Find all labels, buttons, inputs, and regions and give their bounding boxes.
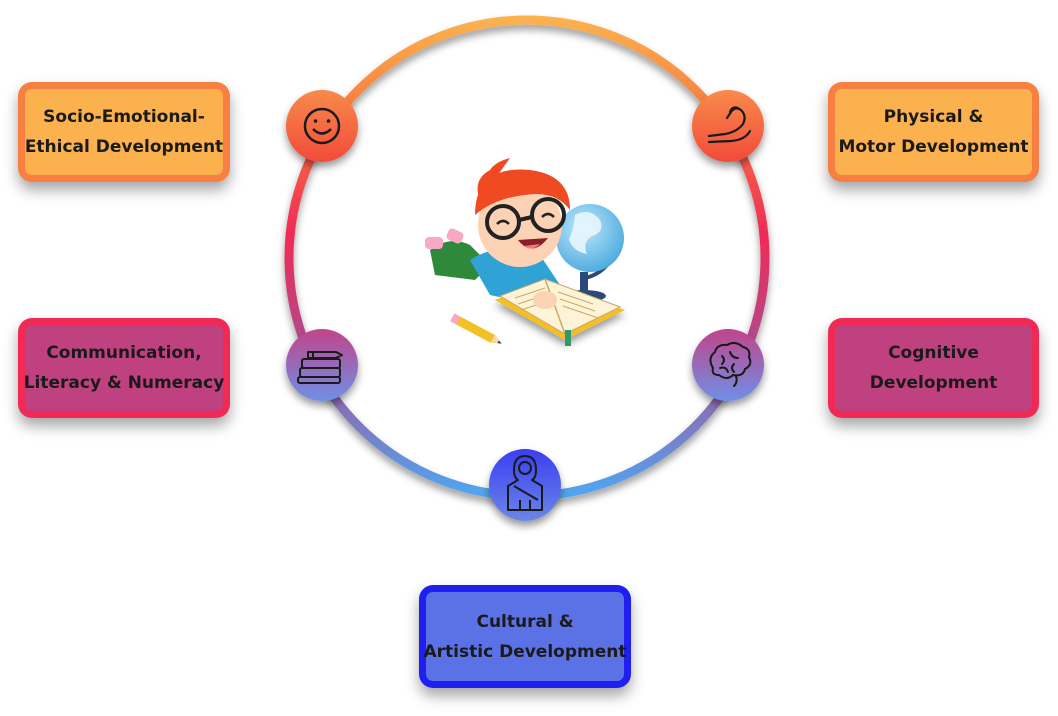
smiley-face-icon: [303, 107, 341, 145]
label-line: Literacy & Numeracy: [23, 373, 225, 393]
label-line: Ethical Development: [24, 137, 224, 157]
cognitive-icon-circle: [692, 329, 764, 401]
cultural-artistic-box: Cultural & Artistic Development: [419, 585, 631, 688]
communication-literacy-numeracy-box: Communication, Literacy & Numeracy: [18, 318, 230, 418]
physical-icon-circle: [692, 90, 764, 162]
stacked-books-pencil-icon: [297, 351, 343, 384]
person-in-saree-icon: [507, 455, 543, 511]
cultural-artistic-label: Cultural & Artistic Development: [423, 592, 627, 681]
physical-motor-box: Physical & Motor Development: [828, 82, 1039, 182]
brain-icon: [709, 341, 752, 387]
socio-emotional-ethical-label: Socio-Emotional- Ethical Development: [25, 89, 223, 175]
socio-icon-circle: [286, 90, 358, 162]
physical-motor-label: Physical & Motor Development: [835, 89, 1032, 175]
label-line: Motor Development: [838, 137, 1029, 157]
label-line: Development: [869, 373, 998, 393]
cognitive-development-label: Cognitive Development: [835, 325, 1032, 411]
label-line: Cognitive: [888, 343, 979, 363]
child-reading-illustration: [425, 158, 625, 346]
flexed-arm-icon: [707, 106, 752, 144]
label-line: Cultural &: [476, 611, 574, 632]
communication-icon-circle: [286, 329, 358, 401]
communication-literacy-numeracy-label: Communication, Literacy & Numeracy: [23, 325, 225, 411]
label-line: Artistic Development: [423, 641, 627, 662]
cognitive-development-box: Cognitive Development: [828, 318, 1039, 418]
socio-emotional-ethical-box: Socio-Emotional- Ethical Development: [18, 82, 230, 182]
label-line: Communication,: [46, 343, 202, 363]
label-line: Physical &: [883, 107, 984, 127]
label-line: Socio-Emotional-: [43, 107, 205, 127]
